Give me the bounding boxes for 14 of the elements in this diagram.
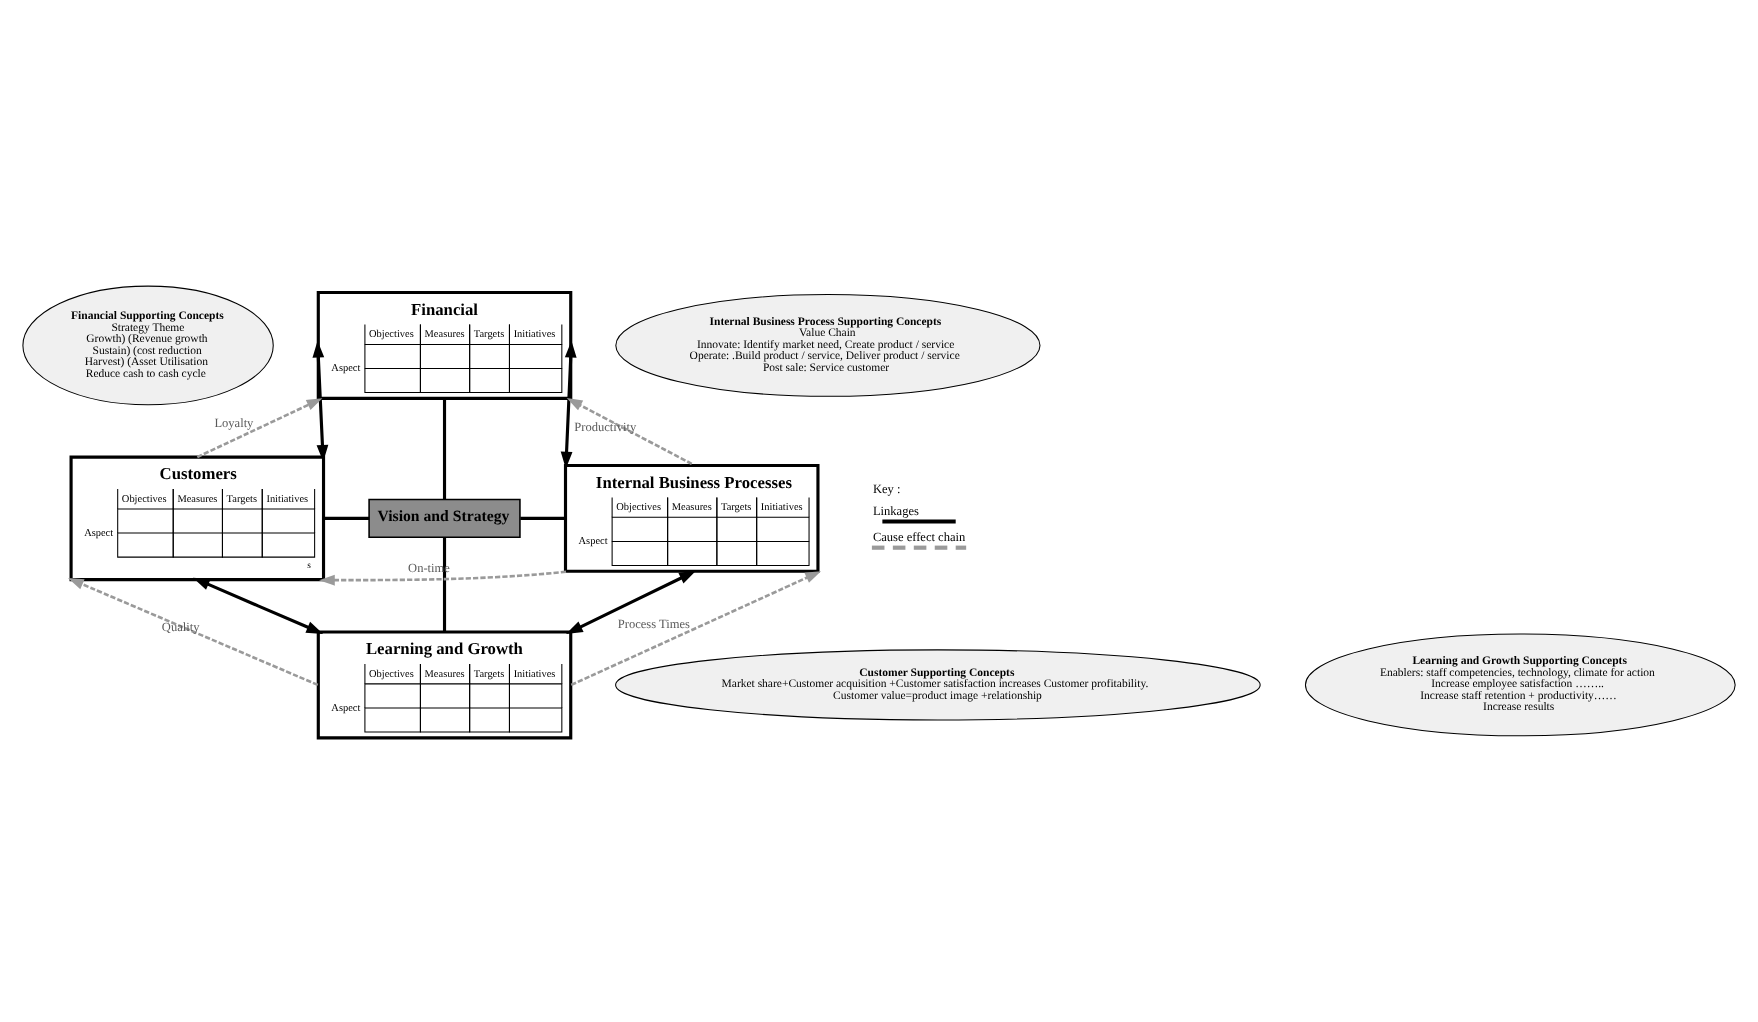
- arrow: [192, 576, 324, 633]
- node-box: Vision and Strategy: [368, 497, 521, 537]
- connector: [323, 515, 370, 519]
- arrow: [312, 339, 329, 461]
- arrow: [319, 569, 567, 585]
- connector: [442, 536, 447, 631]
- connector: [520, 515, 566, 519]
- arrow: [565, 569, 696, 634]
- connector: [442, 397, 447, 499]
- arrow: [196, 397, 323, 458]
- arrow: [570, 570, 822, 686]
- arrow: [67, 577, 319, 686]
- arrow: [560, 339, 577, 468]
- arrow: [566, 397, 693, 465]
